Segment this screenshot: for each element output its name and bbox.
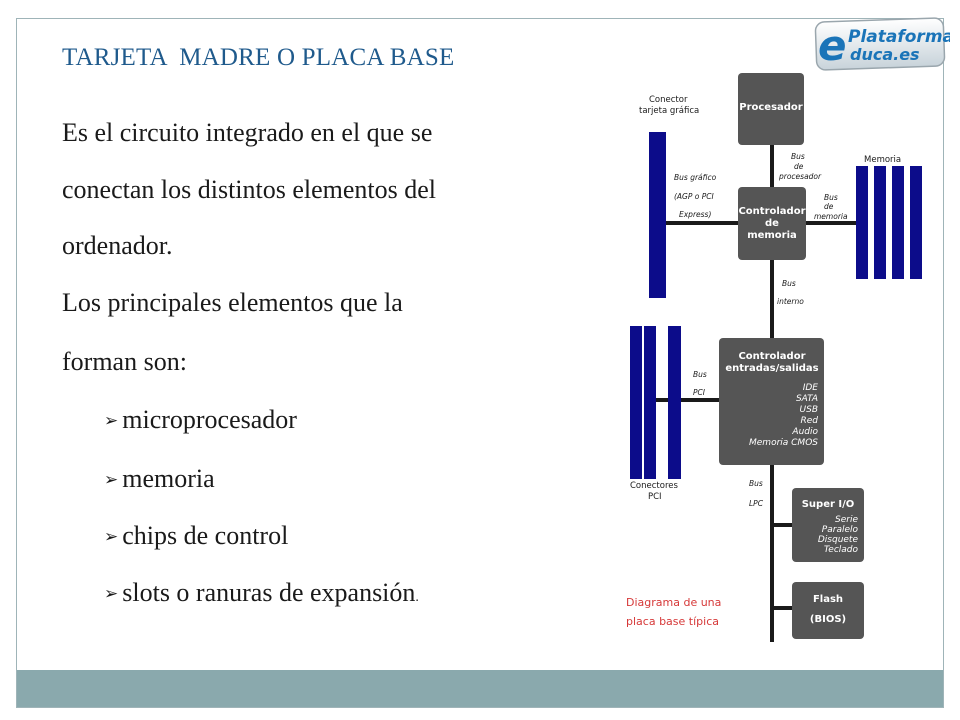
logo-letter: e bbox=[818, 21, 847, 70]
lpc-bus-label: Bus bbox=[749, 479, 763, 488]
pci-connectors-label: Conectores bbox=[630, 481, 678, 491]
diagram-caption: Diagrama de una placa base típica bbox=[626, 596, 722, 628]
proc-bus-label: Bus bbox=[791, 152, 805, 161]
mem-ctrl-label: memoria bbox=[747, 230, 797, 241]
arrow-bullet-icon: ➢ bbox=[104, 411, 119, 431]
body-line: conectan los distintos elementos del bbox=[62, 175, 437, 204]
lpc-bus-label: LPC bbox=[749, 499, 764, 508]
super-io-item: Serie bbox=[835, 515, 858, 525]
gfx-bus-label: Express) bbox=[679, 210, 711, 219]
motherboard-diagram: Procesador Controlador de memoria Contro… bbox=[630, 73, 922, 642]
pci-bus-label: PCI bbox=[693, 388, 706, 397]
bullet-item: ➢microprocesador bbox=[104, 405, 297, 434]
io-item: Audio bbox=[791, 427, 818, 437]
chip-boxes bbox=[719, 73, 864, 639]
internal-bus-label: Bus bbox=[782, 279, 796, 288]
slide-title: TARJETA MADRE O PLACA BASE bbox=[62, 44, 455, 71]
processor-label: Procesador bbox=[739, 102, 803, 113]
body-line: Los principales elementos que la bbox=[62, 288, 403, 317]
io-ctrl-label: Controlador bbox=[738, 351, 805, 362]
body-line: Es el circuito integrado en el que se bbox=[62, 118, 433, 147]
body-line: ordenador. bbox=[62, 231, 173, 260]
mem-bus-label: memoria bbox=[814, 212, 848, 221]
mem-bus-label: de bbox=[824, 202, 834, 211]
body-line: forman son: bbox=[62, 347, 187, 376]
bottom-band bbox=[17, 670, 943, 707]
gpu-connector-label: Conector bbox=[649, 95, 688, 105]
memory-label: Memoria bbox=[864, 155, 901, 165]
super-io-item: Teclado bbox=[824, 545, 859, 555]
io-item: SATA bbox=[796, 394, 818, 404]
gfx-bus-label: Bus gráfico bbox=[674, 173, 717, 182]
arrow-bullet-icon: ➢ bbox=[104, 527, 119, 547]
bus-lines bbox=[656, 145, 856, 642]
internal-bus-label: interno bbox=[777, 297, 804, 306]
pci-slots bbox=[630, 326, 681, 479]
io-item: Red bbox=[800, 416, 818, 426]
flash-label: (BIOS) bbox=[810, 614, 846, 625]
mem-ctrl-label: de bbox=[765, 218, 779, 229]
io-item: Memoria CMOS bbox=[749, 438, 818, 448]
io-item: IDE bbox=[803, 383, 819, 393]
bullet-item: ➢slots o ranuras de expansión. bbox=[104, 578, 419, 607]
pci-bus-label: Bus bbox=[693, 370, 707, 379]
logo-line1: Plataforma bbox=[848, 27, 950, 47]
super-io-label: Super I/O bbox=[802, 499, 855, 510]
gpu-connector-label: tarjeta gráfica bbox=[639, 106, 699, 116]
arrow-bullet-icon: ➢ bbox=[104, 584, 119, 604]
arrow-bullet-icon: ➢ bbox=[104, 470, 119, 490]
super-io-item: Disquete bbox=[818, 535, 859, 545]
graphics-card-slot bbox=[649, 132, 666, 298]
memory-slots bbox=[856, 166, 922, 279]
gfx-bus-label: (AGP o PCI bbox=[674, 192, 715, 201]
mem-ctrl-label: Controlador bbox=[738, 206, 805, 217]
super-io-item: Paralelo bbox=[822, 525, 859, 535]
bullet-item: ➢memoria bbox=[104, 464, 215, 493]
io-item: USB bbox=[800, 405, 818, 415]
io-ctrl-label: entradas/salidas bbox=[725, 363, 818, 374]
proc-bus-label: procesador bbox=[778, 172, 822, 181]
eplataforma-logo: e Plataforma duca.es bbox=[814, 17, 950, 71]
proc-bus-label: de bbox=[794, 162, 804, 171]
flash-label: Flash bbox=[813, 594, 843, 605]
mem-bus-label: Bus bbox=[824, 193, 838, 202]
pci-connectors-label: PCI bbox=[648, 492, 662, 502]
bullet-item: ➢chips de control bbox=[104, 521, 289, 550]
logo-line2: duca.es bbox=[850, 45, 920, 64]
